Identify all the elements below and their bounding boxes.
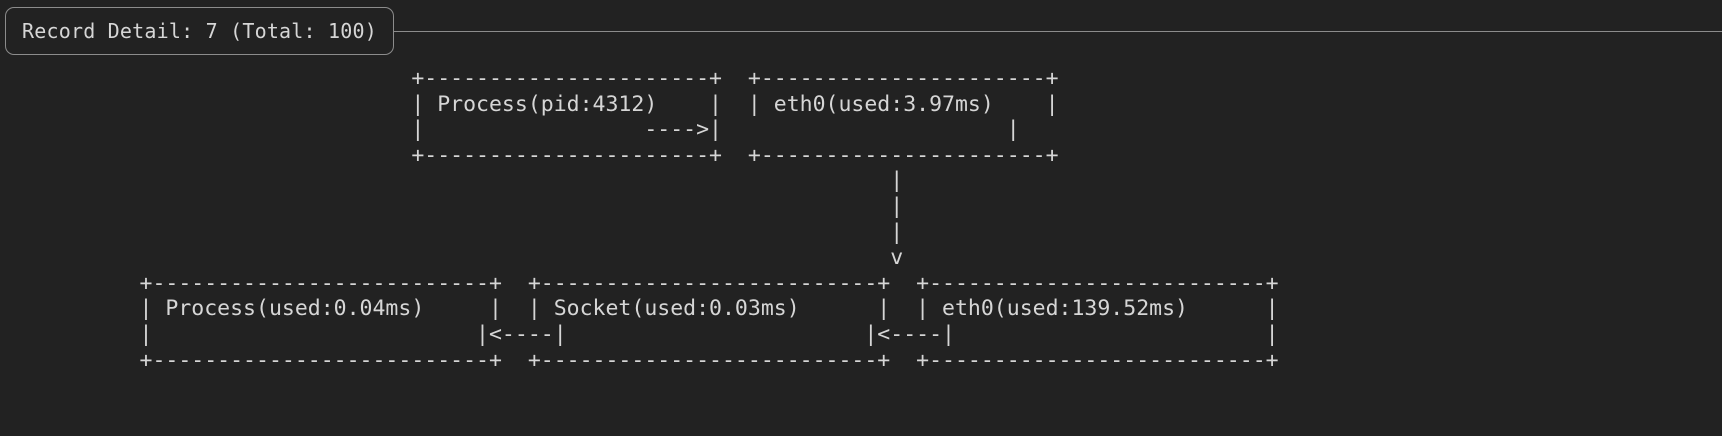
header-divider: [394, 31, 1722, 32]
record-detail-header: Record Detail: 7 (Total: 100): [0, 0, 1722, 62]
record-detail-badge[interactable]: Record Detail: 7 (Total: 100): [5, 7, 394, 55]
diagram-canvas: +----------------------+ +--------------…: [0, 62, 1722, 436]
page-title: Record Detail: 7 (Total: 100): [22, 19, 377, 43]
process-flow-diagram: +----------------------+ +--------------…: [139, 66, 1279, 373]
